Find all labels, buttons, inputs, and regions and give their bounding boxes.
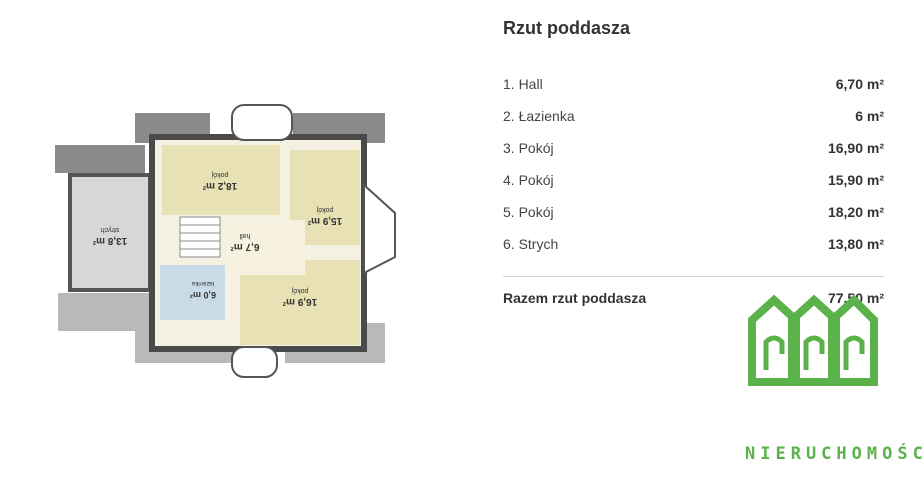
page-title: Rzut poddasza [503,18,631,38]
plan-label-room-bottom-area: 16,9 m² [282,296,317,307]
room-area: 6 m² [855,108,884,124]
list-item: 3. Pokój 16,90 m² [503,132,884,164]
room-label: 4. Pokój [503,172,554,188]
total-label: Razem rzut poddasza [503,290,647,306]
plan-label-bath-area: 6,0 m² [190,290,216,300]
plan-label-room-right: pokój [316,206,333,213]
plan-label-room-right-area: 15,9 m² [307,215,342,226]
plan-label-hall-area: 6,7 m² [230,241,260,252]
plan-label-room-bottom: pokój [291,287,308,294]
room-label: 6. Strych [503,236,559,252]
room-label: 3. Pokój [503,140,554,156]
list-item: 2. Łazienka 6 m² [503,100,884,132]
floor-plan: pokój 18,2 m² pokój 15,9 m² hall 6,7 m² … [40,95,420,385]
room-area: 15,90 m² [827,172,884,188]
plan-label-bath: łazienka [191,280,214,286]
total-row: Razem rzut poddasza 77,50 m² [503,290,884,306]
plan-label-room-top: pokój [211,171,228,178]
list-item: 4. Pokój 15,90 m² [503,164,884,196]
plan-label-attic-area: 13,8 m² [92,235,127,246]
brand-wordmark: NIERUCHOMOŚCI [745,444,923,464]
room-area: 13,80 m² [827,236,884,252]
room-area: 16,90 m² [827,140,884,156]
houses-logo-icon [748,292,878,387]
list-item: 5. Pokój 18,20 m² [503,196,884,228]
room-label: 2. Łazienka [503,108,575,124]
plan-label-hall: hall [239,232,250,239]
divider [503,276,884,277]
room-label: 5. Pokój [503,204,554,220]
room-area: 6,70 m² [835,76,884,92]
list-item: 1. Hall 6,70 m² [503,68,884,100]
room-label: 1. Hall [503,76,543,92]
plan-label-attic: strych [101,226,120,233]
room-area: 18,20 m² [827,204,884,220]
room-list: 1. Hall 6,70 m² 2. Łazienka 6 m² 3. Pokó… [503,68,884,260]
list-item: 6. Strych 13,80 m² [503,228,884,260]
plan-label-room-top-area: 18,2 m² [202,180,237,191]
